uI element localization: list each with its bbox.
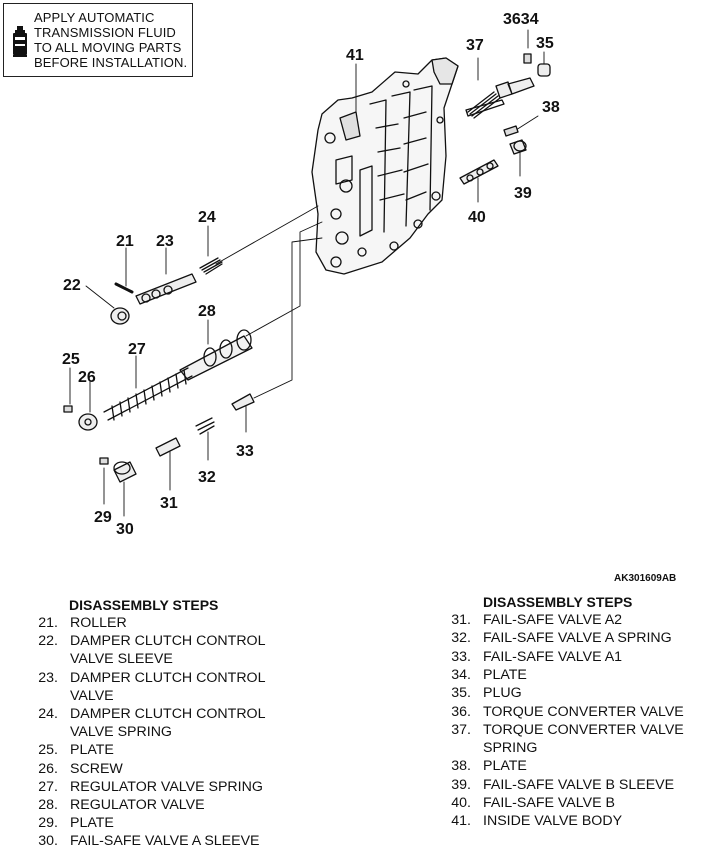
step-text: FAIL-SAFE VALVE B SLEEVE [483, 776, 675, 793]
callout-39: 39 [514, 185, 532, 202]
callout-3634: 3634 [503, 11, 539, 28]
steps-heading-left: DISASSEMBLY STEPS [69, 597, 219, 613]
callout-21: 21 [116, 233, 134, 250]
step-text: PLATE [483, 758, 527, 775]
note-line-3: TO ALL MOVING PARTS [34, 40, 182, 55]
fail-safe-valve-a1 [231, 393, 255, 411]
plug-35 [537, 63, 551, 77]
plate-25 [63, 405, 73, 413]
torque-converter-valve-spring [467, 91, 501, 119]
damper-clutch-control-valve-sleeve [110, 307, 130, 325]
step-number: 35. [451, 685, 471, 702]
damper-clutch-control-valve [135, 273, 197, 305]
step-text: DAMPER CLUTCH CONTROL [70, 706, 266, 722]
fail-safe-valve-a-spring [195, 417, 215, 435]
note-line-1: APPLY AUTOMATIC [34, 10, 155, 25]
fail-safe-valve-b [459, 159, 499, 185]
callout-25: 25 [62, 351, 80, 368]
step-number: 29. [38, 815, 58, 832]
step-number: 22. [38, 633, 58, 650]
callout-22: 22 [63, 277, 81, 294]
step-number: 21. [38, 615, 58, 631]
step-text: INSIDE VALVE BODY [483, 813, 623, 830]
callout-31: 31 [160, 495, 178, 512]
step-number: 31. [451, 612, 471, 628]
plate-29 [99, 457, 109, 465]
screw-26 [78, 413, 98, 431]
roller-21 [114, 282, 134, 294]
step-text: DAMPER CLUTCH CONTROL [70, 669, 266, 686]
regulator-valve-spring [103, 367, 193, 421]
callout-28: 28 [198, 303, 216, 320]
step-text: ROLLER [70, 615, 127, 631]
callout-41: 41 [346, 47, 364, 64]
note-line-2: TRANSMISSION FLUID [34, 25, 176, 40]
torque-converter-valve [495, 77, 535, 99]
step-text: TORQUE CONVERTER VALVE [483, 703, 684, 720]
callout-33: 33 [236, 443, 254, 460]
callout-26: 26 [78, 369, 96, 386]
fail-safe-valve-a2 [155, 437, 181, 457]
step-number: 41. [451, 813, 471, 830]
step-text: SCREW [70, 760, 123, 777]
step-number: 32. [451, 630, 471, 647]
step-number: 39. [451, 776, 471, 793]
step-number: 27. [38, 778, 58, 795]
step-text: FAIL-SAFE VALVE B [483, 795, 615, 811]
step-text: REGULATOR VALVE [70, 797, 205, 813]
step-text: DAMPER CLUTCH CONTROL [70, 633, 266, 650]
step-number: 37. [451, 721, 471, 738]
callout-40: 40 [468, 209, 486, 226]
callout-23: 23 [156, 233, 174, 250]
step-number: 40. [451, 795, 471, 811]
step-text: VALVE SLEEVE [70, 651, 173, 668]
plate-38 [503, 125, 519, 137]
step-text: PLATE [70, 815, 114, 832]
callout-37: 37 [466, 37, 484, 54]
step-number: 34. [451, 666, 471, 683]
step-text: FAIL-SAFE VALVE A2 [483, 612, 623, 628]
atf-note-box: APPLY AUTOMATIC TRANSMISSION FLUID TO AL… [3, 3, 193, 77]
step-text: FAIL-SAFE VALVE A SLEEVE [70, 833, 260, 850]
callout-30: 30 [116, 521, 134, 538]
fail-safe-valve-a-sleeve [113, 461, 137, 483]
step-text: PLATE [70, 742, 114, 759]
damper-clutch-control-valve-spring [199, 257, 223, 275]
step-text: FAIL-SAFE VALVE A SPRING [483, 630, 672, 647]
step-text: TORQUE CONVERTER VALVE [483, 721, 684, 738]
step-text: VALVE SPRING [70, 724, 172, 741]
step-number: 36. [451, 703, 471, 720]
step-text: PLUG [483, 685, 522, 702]
callout-35: 35 [536, 35, 554, 52]
note-line-4: BEFORE INSTALLATION. [34, 55, 188, 70]
step-number: 28. [38, 797, 58, 813]
step-text: PLATE [483, 666, 527, 683]
figure-code: AK301609AB [614, 573, 677, 584]
plate-34 [523, 53, 532, 64]
callout-32: 32 [198, 469, 216, 486]
callout-24: 24 [198, 209, 216, 226]
step-number: 30. [38, 833, 58, 850]
step-number: 24. [38, 706, 58, 722]
step-number: 25. [38, 742, 58, 759]
step-text: VALVE [70, 687, 114, 704]
oil-can-icon [13, 26, 27, 57]
valve-body-exploded-view: 41 37 3634 35 38 39 40 24 21 23 22 28 25… [62, 11, 560, 538]
step-number: 38. [451, 758, 471, 775]
step-number: 33. [451, 648, 471, 665]
step-text: SPRING [483, 740, 538, 757]
step-text: REGULATOR VALVE SPRING [70, 778, 263, 795]
steps-heading-right: DISASSEMBLY STEPS [483, 594, 633, 610]
callout-38: 38 [542, 99, 560, 116]
step-number: 23. [38, 669, 58, 686]
callout-29: 29 [94, 509, 112, 526]
step-number: 26. [38, 760, 58, 777]
step-text: FAIL-SAFE VALVE A1 [483, 648, 623, 665]
callout-27: 27 [128, 341, 146, 358]
inside-valve-body-illustration [311, 57, 459, 275]
